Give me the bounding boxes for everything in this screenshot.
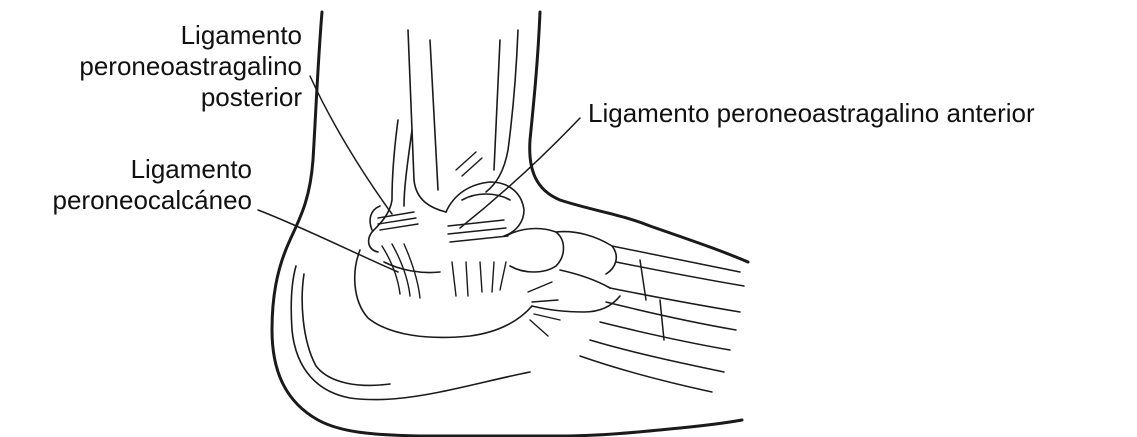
label-ligamento-peroneoastragalino-anterior: Ligamento peroneoastragalino anterior [588,98,1035,129]
leader-calcaneo [258,210,398,272]
label-posterior-line1: Ligamento [2,20,302,51]
label-calcaneo-line2: peroneocalcáneo [2,185,252,216]
label-anterior-line1: Ligamento peroneoastragalino anterior [588,98,1035,129]
label-calcaneo-line1: Ligamento [2,154,252,185]
tibia-bone [408,30,518,212]
leader-lines [258,76,580,272]
talus-bone [446,182,524,236]
leader-posterior [310,76,392,214]
label-posterior-line2: peroneoastragalino [2,51,302,82]
skin-outline [272,12,748,436]
heel-fat-pad [291,266,530,400]
label-posterior-line3: posterior [2,82,302,113]
leader-anterior [460,118,580,228]
fibula-bone [369,120,412,252]
label-ligamento-peroneoastragalino-posterior: Ligamento peroneoastragalino posterior [2,20,302,113]
metatarsal-bones [580,246,744,392]
midfoot-bones [506,229,620,312]
label-ligamento-peroneocalcaneo: Ligamento peroneocalcáneo [2,154,252,216]
